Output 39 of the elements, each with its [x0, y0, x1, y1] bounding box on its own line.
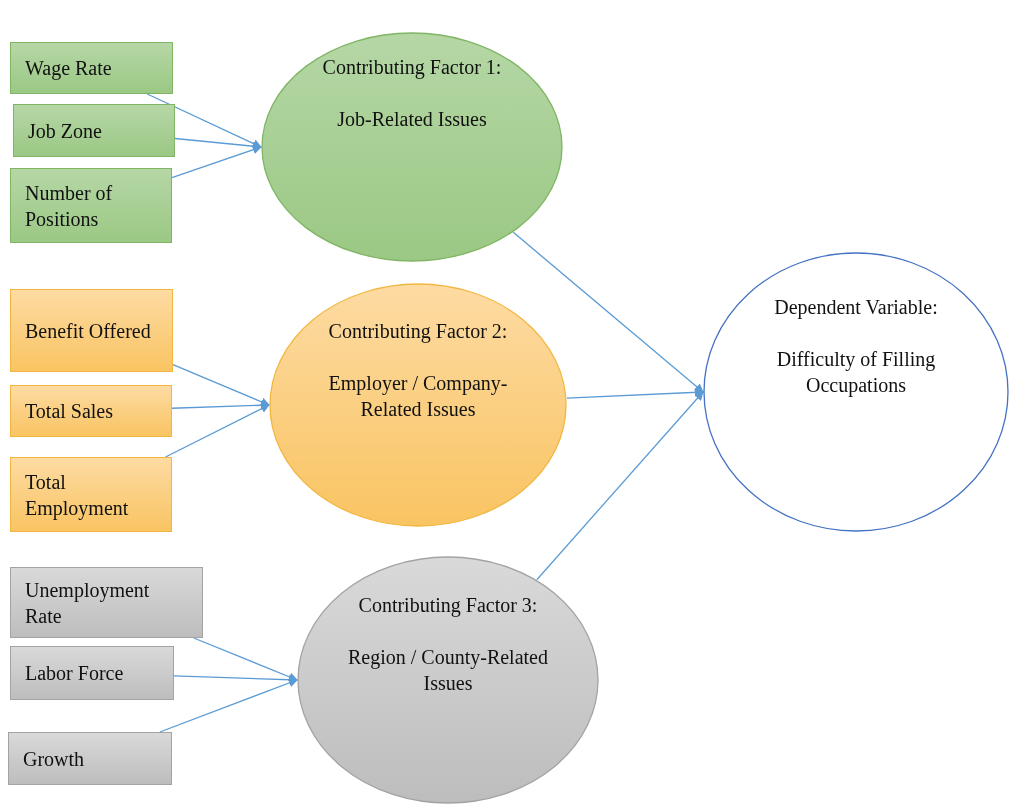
factor-ellipse: [261, 32, 563, 262]
node-text: Labor Force: [25, 661, 124, 686]
node-text: Contributing Factor 3:: [358, 593, 538, 618]
arrow: [171, 145, 262, 179]
node-text: Dependent Variable:: [774, 295, 938, 320]
arrow: [566, 387, 704, 399]
arrow: [164, 404, 270, 458]
node-text: Job Zone: [28, 118, 102, 144]
node-text: Difficulty of Filling Occupations: [775, 347, 937, 398]
node-text: Employer / Company-Related Issues: [327, 371, 509, 422]
node-text: Contributing Factor 1:: [322, 55, 502, 80]
node-text: Benefit Offered: [25, 318, 151, 344]
input-box: [10, 646, 174, 700]
input-box: [10, 168, 172, 243]
arrow: [159, 678, 298, 733]
input-box: [13, 104, 175, 157]
node-text: Contributing Factor 2:: [328, 319, 508, 344]
node-text: Job-Related Issues: [337, 107, 487, 132]
input-box: [10, 385, 172, 437]
node-text: Total Sales: [25, 399, 114, 424]
arrow: [146, 93, 262, 148]
factor-ellipse: [269, 283, 567, 527]
input-box: [10, 289, 173, 372]
factor-ellipse: [297, 556, 599, 804]
node-text: Unemployment Rate: [25, 577, 151, 629]
input-box: [10, 567, 203, 638]
input-box: [10, 457, 172, 532]
node-text: Region / County-Related Issues: [347, 645, 549, 696]
factor-ellipse: [703, 252, 1009, 532]
node-text: Number of Positions: [25, 180, 114, 232]
arrow: [536, 391, 704, 581]
arrow: [193, 637, 298, 682]
node-text: Growth: [23, 746, 85, 772]
arrow: [172, 364, 270, 406]
input-box: [8, 732, 172, 785]
node-text: Wage Rate: [25, 56, 112, 81]
node-text: Total Employment: [25, 469, 130, 521]
input-box: [10, 42, 173, 94]
arrow: [512, 231, 704, 393]
